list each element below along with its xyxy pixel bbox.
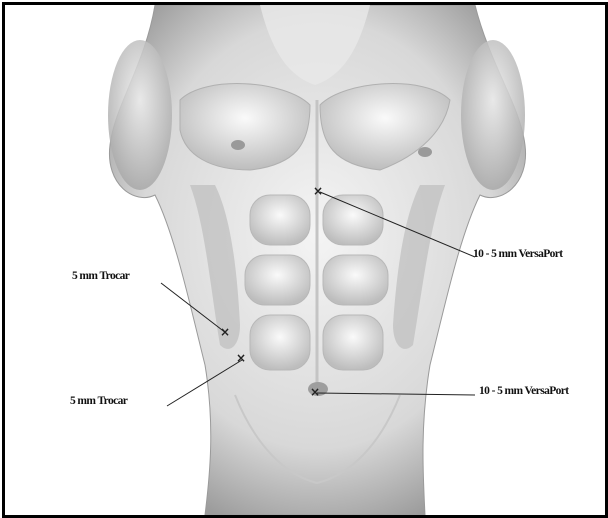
left-shoulder bbox=[108, 40, 172, 190]
right-shoulder bbox=[461, 40, 525, 190]
label-versaport-lower: 10 - 5 mm VersaPort bbox=[479, 385, 569, 397]
label-versaport-upper: 10 - 5 mm VersaPort bbox=[473, 248, 563, 260]
port-mark-versaport-lower: × bbox=[310, 386, 320, 398]
label-trocar-upper: 5 mm Trocar bbox=[72, 270, 129, 282]
port-mark-trocar-upper: × bbox=[220, 326, 230, 338]
left-nipple bbox=[231, 140, 245, 150]
right-nipple bbox=[418, 147, 432, 157]
left-pectoral bbox=[180, 84, 310, 170]
port-mark-trocar-lower: × bbox=[236, 352, 246, 364]
label-trocar-lower: 5 mm Trocar bbox=[70, 395, 127, 407]
port-mark-versaport-upper: × bbox=[313, 185, 323, 197]
torso-illustration bbox=[5, 5, 605, 515]
